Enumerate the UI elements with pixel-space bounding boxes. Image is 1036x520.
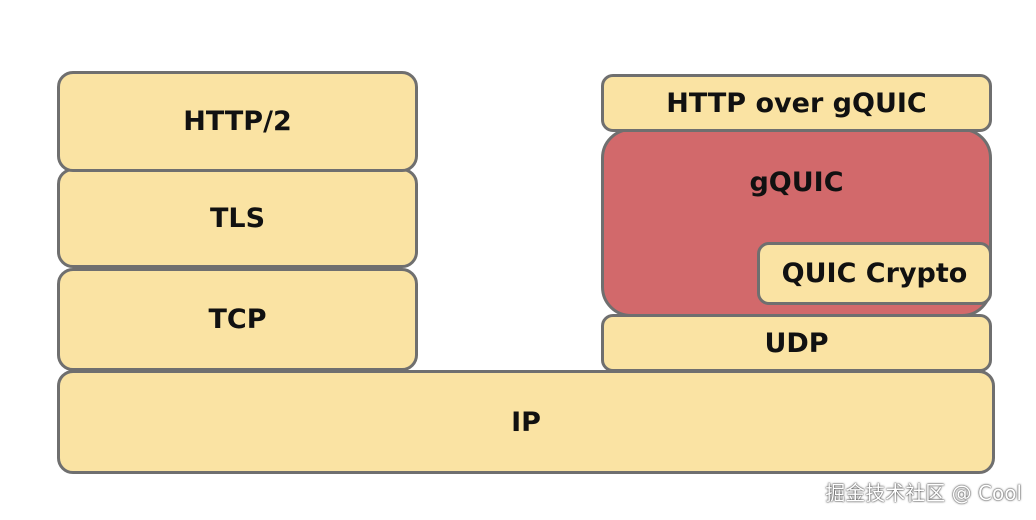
layer-http-over-gquic: HTTP over gQUIC bbox=[601, 74, 992, 132]
layer-http-over-gquic-label: HTTP over gQUIC bbox=[666, 87, 927, 119]
layer-ip: IP bbox=[57, 370, 995, 474]
layer-quic-crypto: QUIC Crypto bbox=[757, 242, 992, 305]
layer-http2-label: HTTP/2 bbox=[183, 106, 292, 137]
layer-ip-label: IP bbox=[511, 406, 541, 438]
layer-udp: UDP bbox=[601, 314, 992, 372]
watermark: 掘金技术社区 @ Cool bbox=[825, 481, 1022, 505]
layer-quic-crypto-label: QUIC Crypto bbox=[781, 258, 968, 289]
layer-tcp-label: TCP bbox=[208, 304, 267, 335]
layer-tcp: TCP bbox=[57, 268, 418, 371]
layer-gquic-label: gQUIC bbox=[749, 167, 844, 198]
layer-http2: HTTP/2 bbox=[57, 71, 418, 172]
layer-udp-label: UDP bbox=[764, 327, 829, 359]
layer-tls-label: TLS bbox=[209, 202, 266, 234]
layer-tls: TLS bbox=[57, 168, 418, 268]
